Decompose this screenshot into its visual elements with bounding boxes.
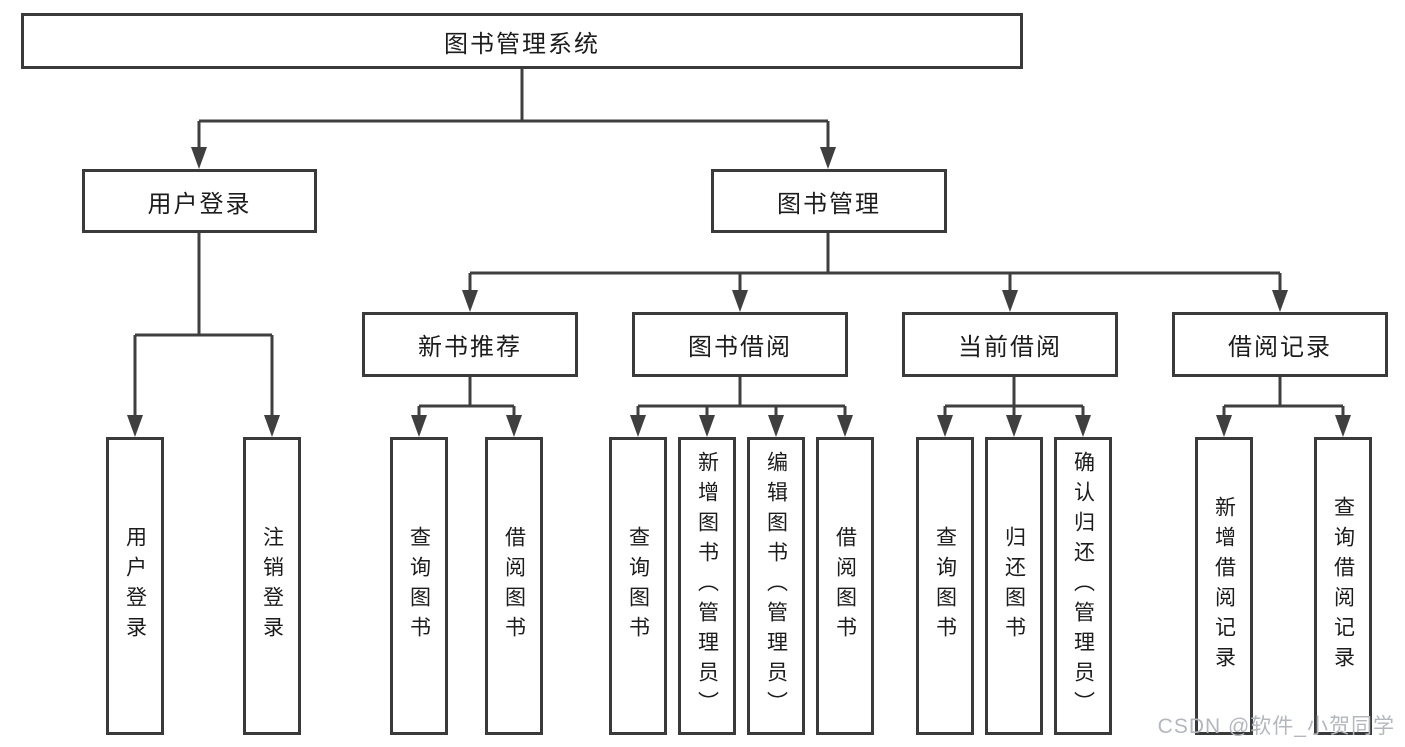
node-root-system: 图书管理系统 <box>21 13 1023 69</box>
node-book-management: 图书管理 <box>711 169 947 233</box>
leaf-logout-login: 注销登录 <box>243 437 301 735</box>
leaf-borrow-books-borrow: 借阅图书 <box>816 437 874 735</box>
leaf-query-books-borrow: 查询图书 <box>609 437 667 735</box>
leaf-user-login: 用户登录 <box>106 437 164 735</box>
leaf-logout-login-label: 注销登录 <box>260 526 284 646</box>
leaf-return-books: 归还图书 <box>985 437 1043 735</box>
leaf-add-books-admin: 新增图书（管理员） <box>678 437 736 735</box>
leaf-borrow-books-recommend-label: 借阅图书 <box>502 526 526 646</box>
leaf-confirm-return-admin: 确认归还（管理员） <box>1054 437 1112 735</box>
leaf-query-books-borrow-label: 查询图书 <box>626 526 650 646</box>
leaf-add-borrow-record: 新增借阅记录 <box>1195 437 1253 735</box>
leaf-edit-books-admin: 编辑图书（管理员） <box>747 437 805 735</box>
leaf-query-books-current: 查询图书 <box>916 437 974 735</box>
leaf-add-books-admin-label: 新增图书（管理员） <box>695 451 719 721</box>
leaf-user-login-label: 用户登录 <box>123 526 147 646</box>
node-user-login: 用户登录 <box>82 169 317 233</box>
leaf-return-books-label: 归还图书 <box>1002 526 1026 646</box>
leaf-query-books-current-label: 查询图书 <box>933 526 957 646</box>
leaf-query-borrow-record: 查询借阅记录 <box>1314 437 1372 735</box>
leaf-borrow-books-borrow-label: 借阅图书 <box>833 526 857 646</box>
leaf-query-books-recommend-label: 查询图书 <box>407 526 431 646</box>
node-book-borrow: 图书借阅 <box>632 312 848 377</box>
arrowheads <box>127 147 1351 437</box>
csdn-watermark: CSDN @软件_小贺同学 <box>1157 715 1395 738</box>
leaf-confirm-return-admin-label: 确认归还（管理员） <box>1071 451 1095 721</box>
leaf-edit-books-admin-label: 编辑图书（管理员） <box>764 451 788 721</box>
node-new-book-recommend: 新书推荐 <box>362 312 578 377</box>
leaf-add-borrow-record-label: 新增借阅记录 <box>1212 496 1236 676</box>
node-current-borrow: 当前借阅 <box>902 312 1118 377</box>
leaf-borrow-books-recommend: 借阅图书 <box>485 437 543 735</box>
leaf-query-borrow-record-label: 查询借阅记录 <box>1331 496 1355 676</box>
node-borrow-records: 借阅记录 <box>1172 312 1388 377</box>
leaf-query-books-recommend: 查询图书 <box>390 437 448 735</box>
